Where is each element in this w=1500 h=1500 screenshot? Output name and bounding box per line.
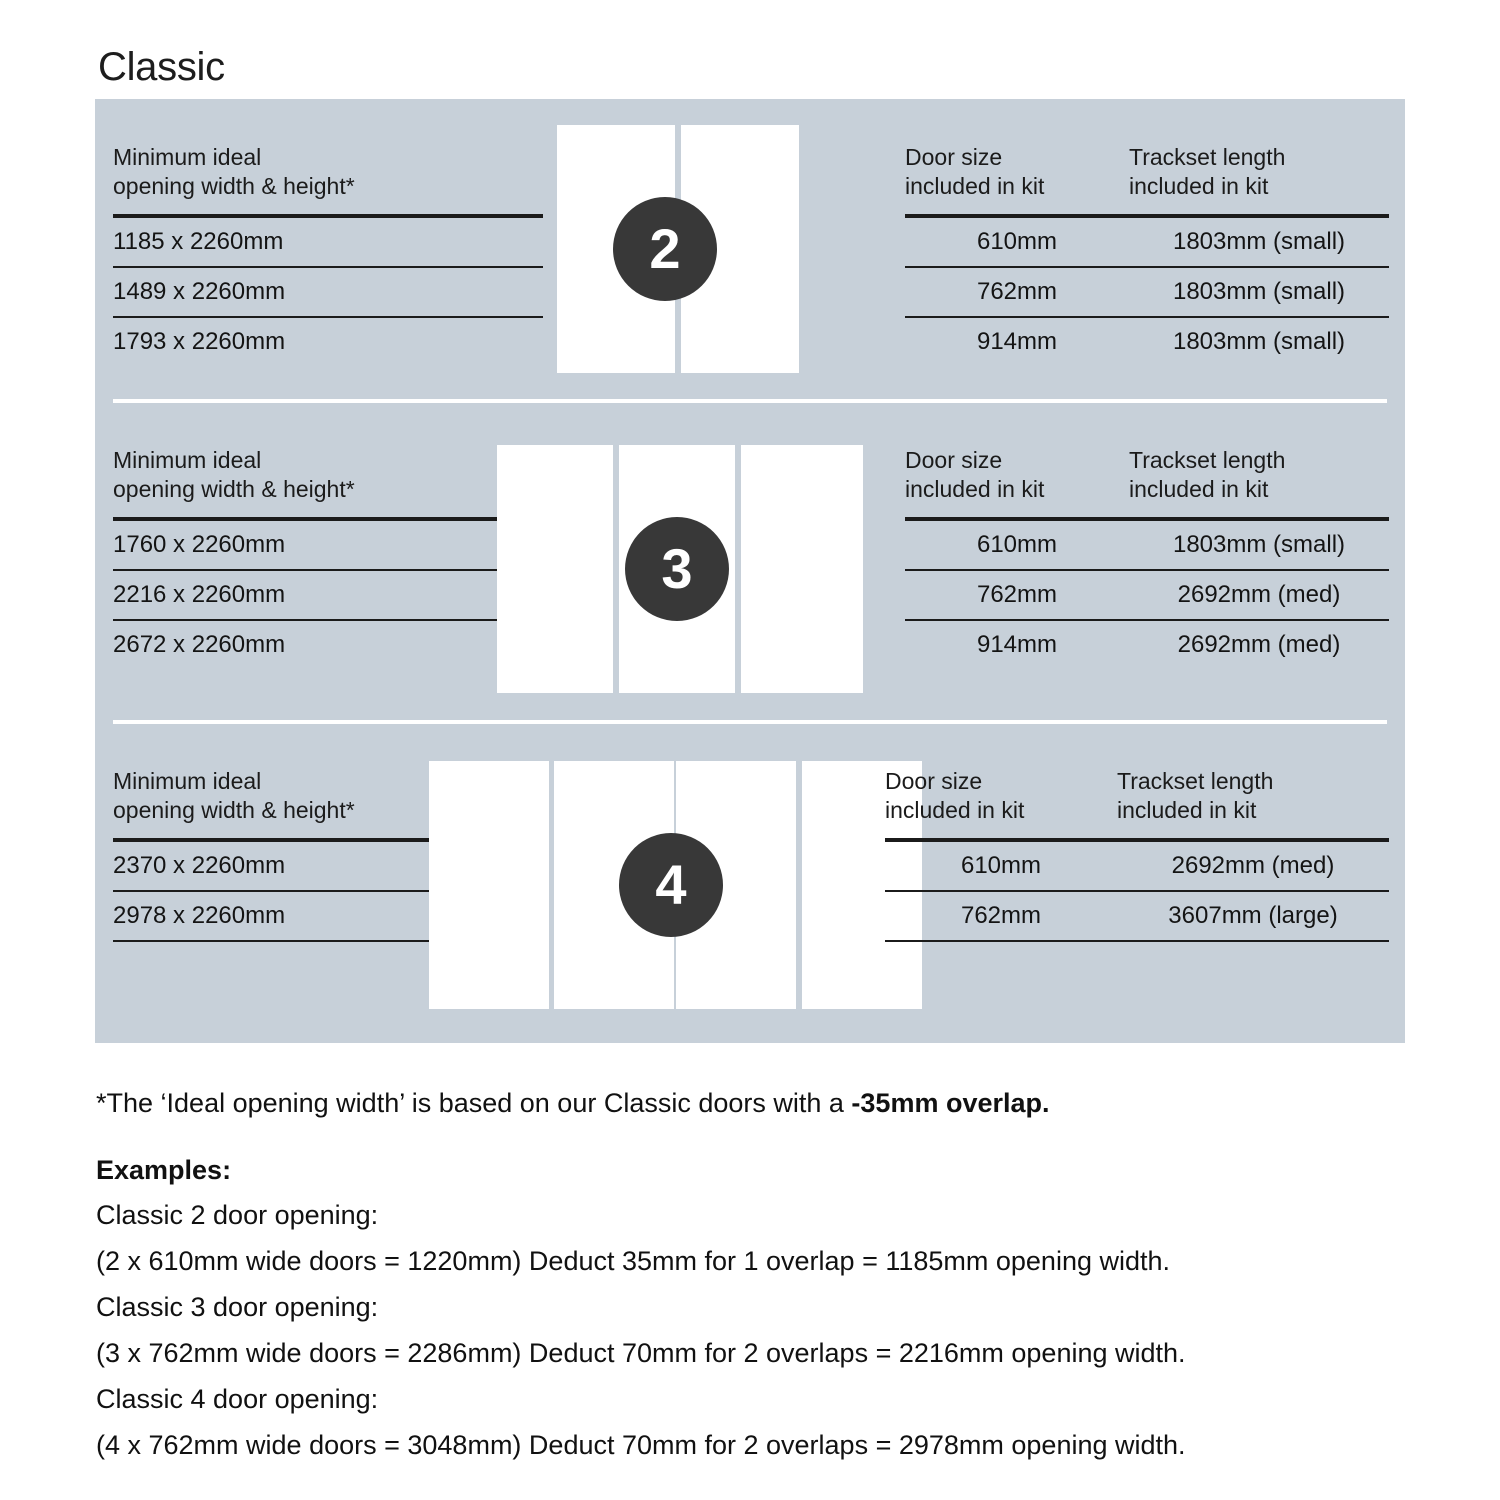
door-panel [497, 445, 613, 693]
cell-trackset: 2692mm (med) [1171, 852, 1335, 879]
cell-trackset: 1803mm (small) [1172, 278, 1346, 305]
column-header-trackset: Trackset length included in kit [1117, 768, 1274, 823]
door-panel [429, 761, 549, 1009]
door-count-badge: 4 [619, 833, 723, 937]
specification-panel: Minimum ideal opening width & height* 11… [95, 99, 1405, 1043]
row-rule [113, 940, 483, 942]
header-rule [113, 838, 483, 842]
row-rule [905, 266, 1389, 268]
column-header-opening: Minimum ideal opening width & height* [113, 768, 355, 823]
example-line: (2 x 610mm wide doors = 1220mm) Deduct 3… [96, 1246, 1171, 1276]
row-rule [885, 890, 1389, 892]
kit-details-column: Door size included in kit Trackset lengt… [905, 99, 1389, 366]
column-header-group: Door size included in kit Trackset lengt… [885, 723, 1389, 825]
header-rule [905, 214, 1389, 218]
spacer [96, 1126, 1426, 1148]
row-rule [113, 890, 483, 892]
cell-door-size: 762mm [976, 278, 1058, 305]
row-rule [113, 316, 543, 318]
cell-trackset: 2692mm (med) [1177, 631, 1341, 658]
row-rule [905, 316, 1389, 318]
overlap-footnote: *The ‘Ideal opening width’ is based on o… [96, 1080, 1426, 1126]
row-rule [905, 619, 1389, 621]
cell-door-size: 914mm [976, 328, 1058, 355]
cell-door-size: 610mm [960, 852, 1042, 879]
column-header-door-size: Door size included in kit [885, 768, 1025, 823]
example-line: (4 x 762mm wide doors = 3048mm) Deduct 7… [96, 1430, 1186, 1460]
cell-door-size: 762mm [960, 902, 1042, 929]
table-row: 914mm 1803mm (small) [905, 318, 1389, 366]
column-header-door-size: Door size included in kit [905, 447, 1045, 502]
spec-section-2-door: Minimum ideal opening width & height* 11… [95, 99, 1405, 399]
kit-details-column: Door size included in kit Trackset lengt… [885, 723, 1389, 942]
table-row: 1185 x 2260mm [113, 228, 284, 255]
table-row: 2370 x 2260mm [113, 852, 286, 879]
examples-heading: Examples: [96, 1155, 232, 1185]
section-divider [113, 720, 1387, 724]
table-row: 610mm 2692mm (med) [885, 842, 1389, 890]
door-panel [802, 761, 922, 1009]
example-line: Classic 4 door opening: [96, 1384, 379, 1414]
header-rule [905, 517, 1389, 521]
door-diagram-3: 3 [497, 445, 872, 693]
table-row: 914mm 2692mm (med) [905, 621, 1389, 669]
table-row: 1760 x 2260mm [113, 531, 286, 558]
cell-door-size: 610mm [976, 531, 1058, 558]
table-row: 762mm 2692mm (med) [905, 571, 1389, 619]
table-row: 2216 x 2260mm [113, 581, 286, 608]
cell-trackset: 1803mm (small) [1172, 228, 1346, 255]
door-count-badge: 3 [625, 517, 729, 621]
kit-details-column: Door size included in kit Trackset lengt… [905, 402, 1389, 669]
row-rule [113, 619, 543, 621]
spec-section-4-door: Minimum ideal opening width & height* 23… [95, 723, 1405, 1043]
column-header-group: Door size included in kit Trackset lengt… [905, 402, 1389, 504]
example-line: Classic 2 door opening: [96, 1200, 379, 1230]
opening-size-column: Minimum ideal opening width & height* 23… [113, 723, 483, 942]
door-count-badge: 2 [613, 197, 717, 301]
table-row: 610mm 1803mm (small) [905, 218, 1389, 266]
column-header-group: Door size included in kit Trackset lengt… [905, 99, 1389, 201]
row-rule [113, 569, 543, 571]
row-rule [113, 266, 543, 268]
cell-trackset: 1803mm (small) [1172, 328, 1346, 355]
header-rule [113, 517, 543, 521]
cell-door-size: 762mm [976, 581, 1058, 608]
door-diagram-4: 4 [429, 761, 927, 1009]
table-row: 1793 x 2260mm [113, 328, 286, 355]
cell-door-size: 914mm [976, 631, 1058, 658]
section-divider [113, 399, 1387, 403]
column-header-opening: Minimum ideal opening width & height* [113, 447, 355, 502]
column-header-trackset: Trackset length included in kit [1129, 447, 1286, 502]
cell-trackset: 2692mm (med) [1177, 581, 1341, 608]
header-rule [113, 214, 543, 218]
cell-trackset: 3607mm (large) [1168, 902, 1338, 929]
example-line: (3 x 762mm wide doors = 2286mm) Deduct 7… [96, 1338, 1186, 1368]
table-row: 762mm 3607mm (large) [885, 892, 1389, 940]
door-panel [741, 445, 863, 693]
header-rule [885, 838, 1389, 842]
footnotes: *The ‘Ideal opening width’ is based on o… [96, 1080, 1426, 1468]
column-header-trackset: Trackset length included in kit [1129, 144, 1286, 199]
table-row: 762mm 1803mm (small) [905, 268, 1389, 316]
example-line: Classic 3 door opening: [96, 1292, 379, 1322]
cell-door-size: 610mm [976, 228, 1058, 255]
table-row: 610mm 1803mm (small) [905, 521, 1389, 569]
overlap-footnote-text: *The ‘Ideal opening width’ is based on o… [96, 1088, 852, 1118]
overlap-footnote-emphasis: -35mm overlap. [851, 1088, 1050, 1118]
row-rule [885, 940, 1389, 942]
column-header-door-size: Door size included in kit [905, 144, 1045, 199]
spec-section-3-door: Minimum ideal opening width & height* 17… [95, 402, 1405, 720]
door-diagram-2: 2 [557, 125, 807, 373]
table-row: 1489 x 2260mm [113, 278, 286, 305]
opening-size-column: Minimum ideal opening width & height* 11… [113, 99, 543, 366]
table-row: 2672 x 2260mm [113, 631, 286, 658]
cell-trackset: 1803mm (small) [1172, 531, 1346, 558]
opening-size-column: Minimum ideal opening width & height* 17… [113, 402, 543, 669]
row-rule [905, 569, 1389, 571]
table-row: 2978 x 2260mm [113, 902, 286, 929]
page-title: Classic [98, 44, 225, 89]
column-header-opening: Minimum ideal opening width & height* [113, 144, 355, 199]
